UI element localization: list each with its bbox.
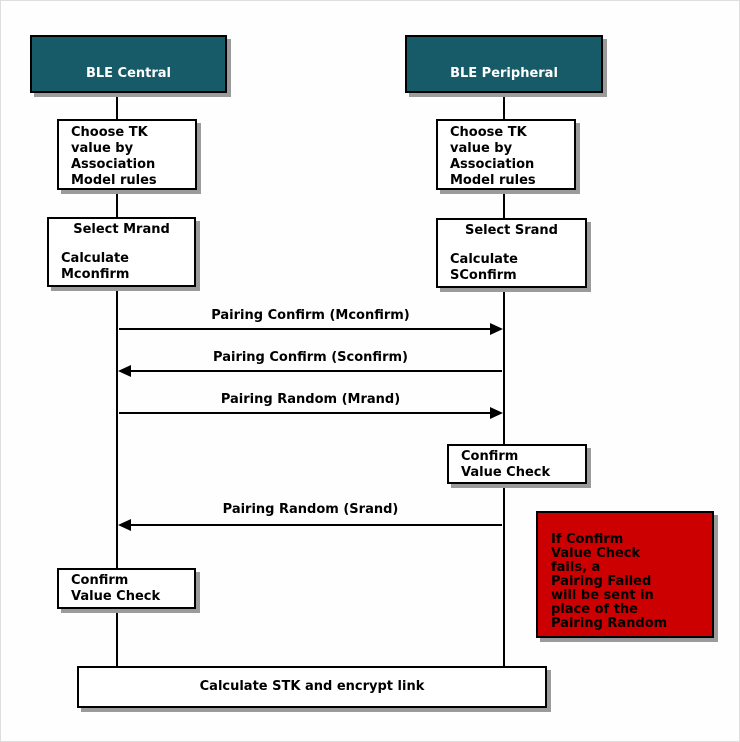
message-label-pairing-random-mrand: Pairing Random (Mrand)	[220, 392, 401, 407]
box-line: Calculate	[61, 251, 129, 266]
message-line	[119, 412, 490, 414]
box-title: Select Srand	[464, 223, 558, 238]
actor-ble-peripheral: BLE Peripheral	[405, 35, 603, 93]
lifeline-peripheral	[503, 93, 505, 666]
box-line: Model rules	[71, 173, 157, 188]
note-line: place of the	[551, 602, 638, 617]
note-line: Pairing Random	[551, 616, 668, 631]
box-calculate-stk: Calculate STK and encrypt link	[77, 666, 547, 708]
actor-ble-peripheral-label: BLE Peripheral	[450, 66, 558, 81]
message-label-pairing-confirm-mconfirm: Pairing Confirm (Mconfirm)	[211, 308, 410, 323]
arrow-right-icon	[490, 323, 503, 335]
box-select-mrand: Select Mrand Calculate Mconfirm	[47, 217, 196, 287]
note-line: fails, a	[551, 560, 601, 575]
message-label-pairing-random-srand: Pairing Random (Srand)	[222, 502, 399, 517]
box-choose-tk-peripheral: Choose TK value by Association Model rul…	[436, 119, 576, 190]
note-pairing-failed: If Confirm Value Check fails, a Pairing …	[536, 511, 714, 638]
box-line: Mconfirm	[61, 267, 130, 282]
box-line: Association	[450, 157, 535, 172]
message-line	[131, 524, 502, 526]
message-label-pairing-confirm-sconfirm: Pairing Confirm (Sconfirm)	[213, 350, 408, 365]
arrow-left-icon	[118, 519, 131, 531]
box-line: Calculate	[450, 252, 518, 267]
note-line: Value Check	[551, 546, 641, 561]
lifeline-central	[116, 93, 118, 666]
note-line: If Confirm	[551, 532, 624, 547]
note-line: Pairing Failed	[551, 574, 652, 589]
box-confirm-value-check-central: Confirm Value Check	[57, 568, 196, 609]
box-line: SConfirm	[450, 268, 517, 283]
box-line: Choose TK	[450, 125, 527, 140]
message-line	[131, 370, 502, 372]
arrow-left-icon	[118, 365, 131, 377]
box-line: value by	[450, 141, 513, 156]
note-line: will be sent in	[551, 588, 654, 603]
box-line: Model rules	[450, 173, 536, 188]
message-line	[119, 328, 490, 330]
arrow-right-icon	[490, 407, 503, 419]
box-select-srand: Select Srand Calculate SConfirm	[436, 218, 587, 288]
box-sub-lines: Calculate Mconfirm	[49, 251, 194, 283]
box-sub-lines: Calculate SConfirm	[438, 252, 585, 284]
box-line: Association	[71, 157, 156, 172]
actor-ble-central-label: BLE Central	[85, 66, 172, 81]
box-line: Value Check	[71, 589, 161, 604]
box-confirm-value-check-peripheral: Confirm Value Check	[447, 444, 587, 484]
box-line: Choose TK	[71, 125, 148, 140]
box-choose-tk-central: Choose TK value by Association Model rul…	[57, 119, 197, 190]
box-line: Confirm	[71, 573, 129, 588]
actor-ble-central: BLE Central	[30, 35, 227, 93]
box-line: Confirm	[461, 449, 519, 464]
box-title: Select Mrand	[73, 222, 170, 237]
box-line: value by	[71, 141, 134, 156]
box-calculate-stk-label: Calculate STK and encrypt link	[199, 679, 425, 694]
box-line: Value Check	[461, 465, 551, 480]
